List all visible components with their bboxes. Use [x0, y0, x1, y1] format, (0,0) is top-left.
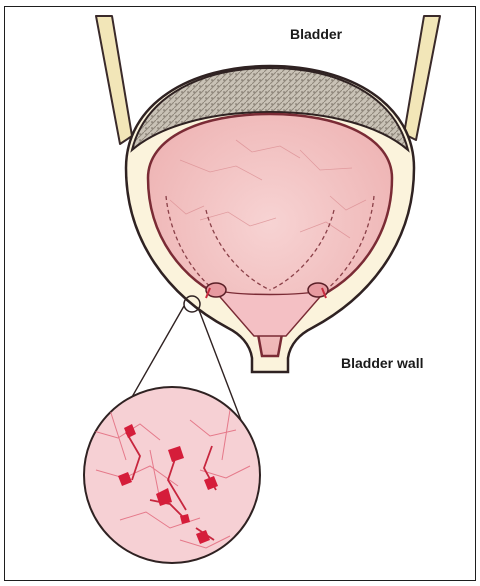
right-ureter — [404, 16, 440, 140]
bladder-wall-label: Bladder wall — [341, 355, 423, 371]
bladder-label: Bladder — [290, 26, 342, 42]
left-ureter — [96, 16, 132, 144]
magnified-tissue-view — [84, 387, 260, 563]
